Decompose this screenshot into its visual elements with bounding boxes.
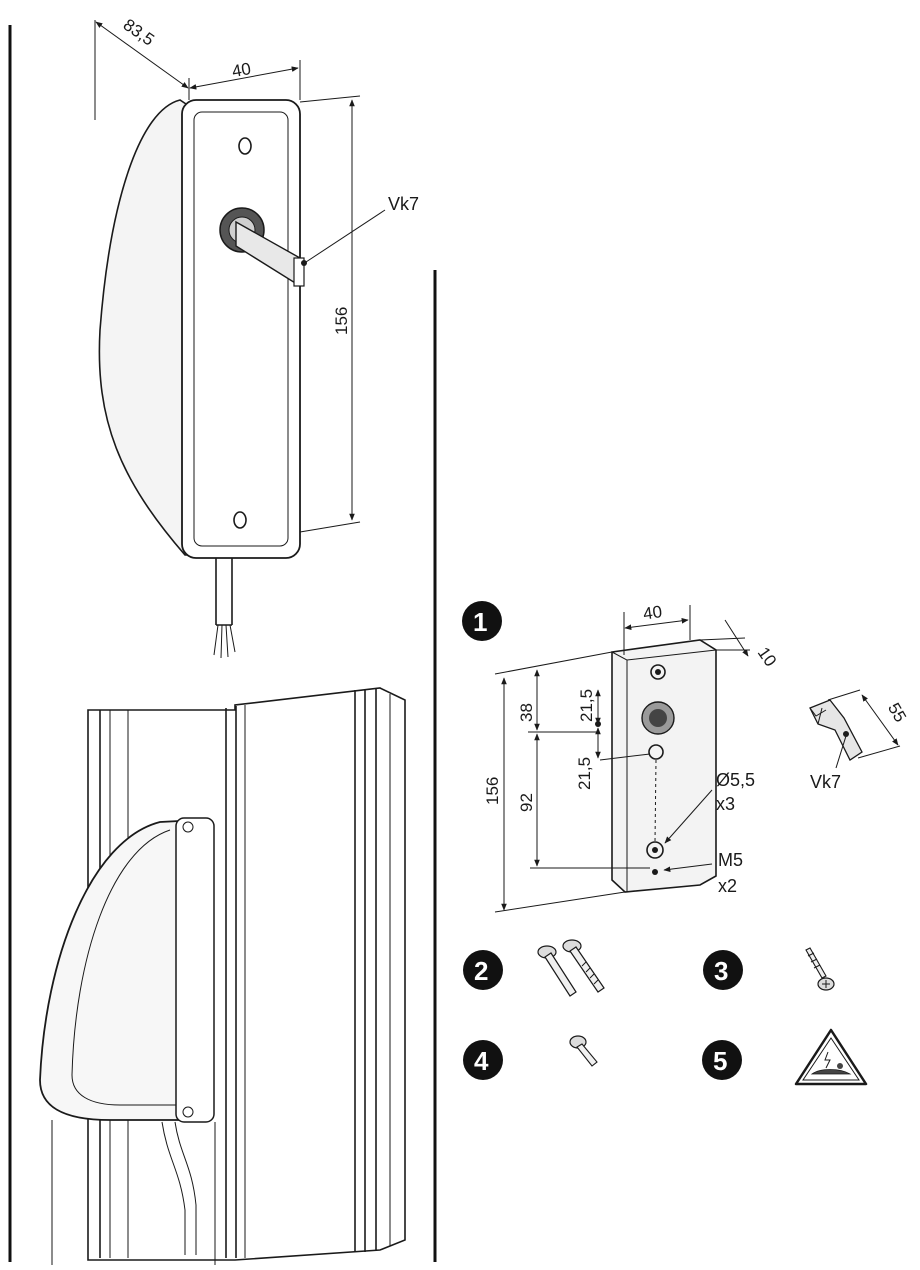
plate-total-height-label: 156 <box>483 777 502 805</box>
motor-front-plate <box>181 99 301 559</box>
warning-triangle-icon <box>794 1028 868 1086</box>
motor-shaft-label: Vk7 <box>388 194 419 214</box>
motor-cable <box>215 558 233 626</box>
motor-housing-body <box>98 99 196 556</box>
hole-diameter-label: Ø5,5 <box>716 770 755 790</box>
mounting-plate <box>611 639 717 893</box>
short-screw <box>576 1043 598 1067</box>
shaft-part: 55 Vk7 <box>809 689 910 792</box>
part-2: 2 <box>463 939 605 997</box>
thread-count-label: x2 <box>718 876 737 896</box>
wood-screw <box>805 947 827 979</box>
part-5-number: 5 <box>713 1046 727 1076</box>
plate-lower-offset-label: 92 <box>517 793 536 812</box>
part-2-badge <box>463 950 503 990</box>
part-4-number: 4 <box>474 1046 489 1076</box>
shaft-part-label: Vk7 <box>810 772 841 792</box>
motor-housing-view: 83,5 40 156 Vk7 <box>94 15 419 659</box>
part-1-number: 1 <box>473 607 487 637</box>
plate-hole-spacing-top-label: 21,5 <box>577 689 596 722</box>
plate-hole-spacing-bottom-label: 21,5 <box>575 757 594 790</box>
part-3-number: 3 <box>714 956 728 986</box>
plate-thickness-label: 10 <box>754 644 780 670</box>
part-5: 5 <box>702 1028 868 1086</box>
motor-height-label: 156 <box>332 307 351 335</box>
plate-width-label: 40 <box>642 602 663 623</box>
bolt-1 <box>544 952 577 997</box>
upper-mount-hole <box>238 137 252 155</box>
part-1: 1 40 10 156 38 92 <box>462 601 780 913</box>
motor-depth-label: 83,5 <box>120 15 158 50</box>
hole-count-label: x3 <box>716 794 735 814</box>
plate-top-offset-label: 38 <box>517 703 536 722</box>
lower-mount-hole <box>233 511 247 529</box>
mounted-motor-housing <box>39 819 201 1121</box>
part-4-badge <box>463 1040 503 1080</box>
shaft-adapter <box>809 699 863 761</box>
shaft-length-label: 55 <box>884 700 910 726</box>
motor-width-label: 40 <box>230 59 252 81</box>
mounted-installation-view <box>39 687 406 1265</box>
part-4: 4 <box>463 1035 598 1080</box>
part-3: 3 <box>703 947 835 991</box>
bolt-2 <box>569 946 605 993</box>
thread-size-label: M5 <box>718 850 743 870</box>
part-5-badge <box>702 1040 742 1080</box>
part-3-badge <box>703 950 743 990</box>
part-1-badge <box>462 601 502 641</box>
part-2-number: 2 <box>474 956 488 986</box>
